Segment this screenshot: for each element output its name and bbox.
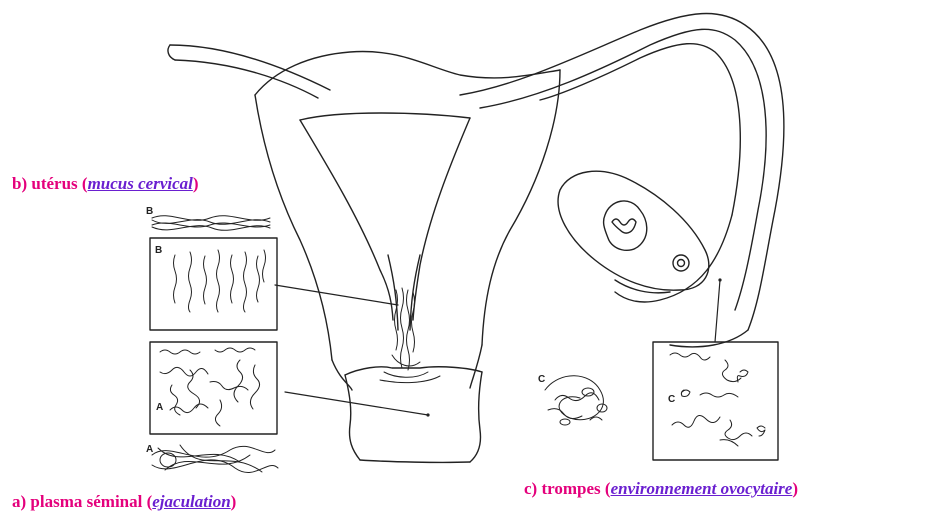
label-uterus-main: b) utérus [12, 174, 78, 193]
b-box-fibres [174, 250, 266, 312]
label-tubes: c) trompes (environnement ovocytaire) [524, 479, 798, 499]
leader-line-b [275, 285, 398, 305]
label-uterus: b) utérus (mucus cervical) [12, 174, 199, 194]
label-uterus-sub: mucus cervical [88, 174, 193, 193]
label-seminal-plasma-sub: ejaculation [152, 492, 230, 511]
label-seminal-plasma: a) plasma séminal (ejaculation) [12, 492, 236, 512]
a-box [150, 342, 277, 434]
leader-line-a [285, 392, 428, 415]
label-seminal-plasma-main: a) plasma séminal [12, 492, 142, 511]
a-strip-letter: A [146, 444, 153, 455]
c-box-letter: C [668, 394, 675, 405]
ovary [558, 171, 709, 293]
b-box [150, 238, 277, 330]
label-tubes-sub: environnement ovocytaire [611, 479, 793, 498]
b-strip-braid [152, 216, 270, 231]
leader-line-c [715, 280, 720, 342]
a-box-letter: A [156, 402, 163, 413]
c-box-fibres [670, 353, 765, 446]
uterus-outline [255, 51, 560, 360]
label-tubes-main: c) trompes [524, 479, 601, 498]
a-box-fibres [160, 348, 260, 426]
right-fallopian-tube [460, 14, 784, 347]
b-strip-letter: B [146, 206, 153, 217]
c-free-tangle [545, 376, 607, 425]
b-box-letter: B [155, 245, 162, 256]
left-fallopian-tube [168, 45, 330, 98]
c-free-letter: C [538, 374, 545, 385]
a-strip-rope [152, 445, 278, 473]
